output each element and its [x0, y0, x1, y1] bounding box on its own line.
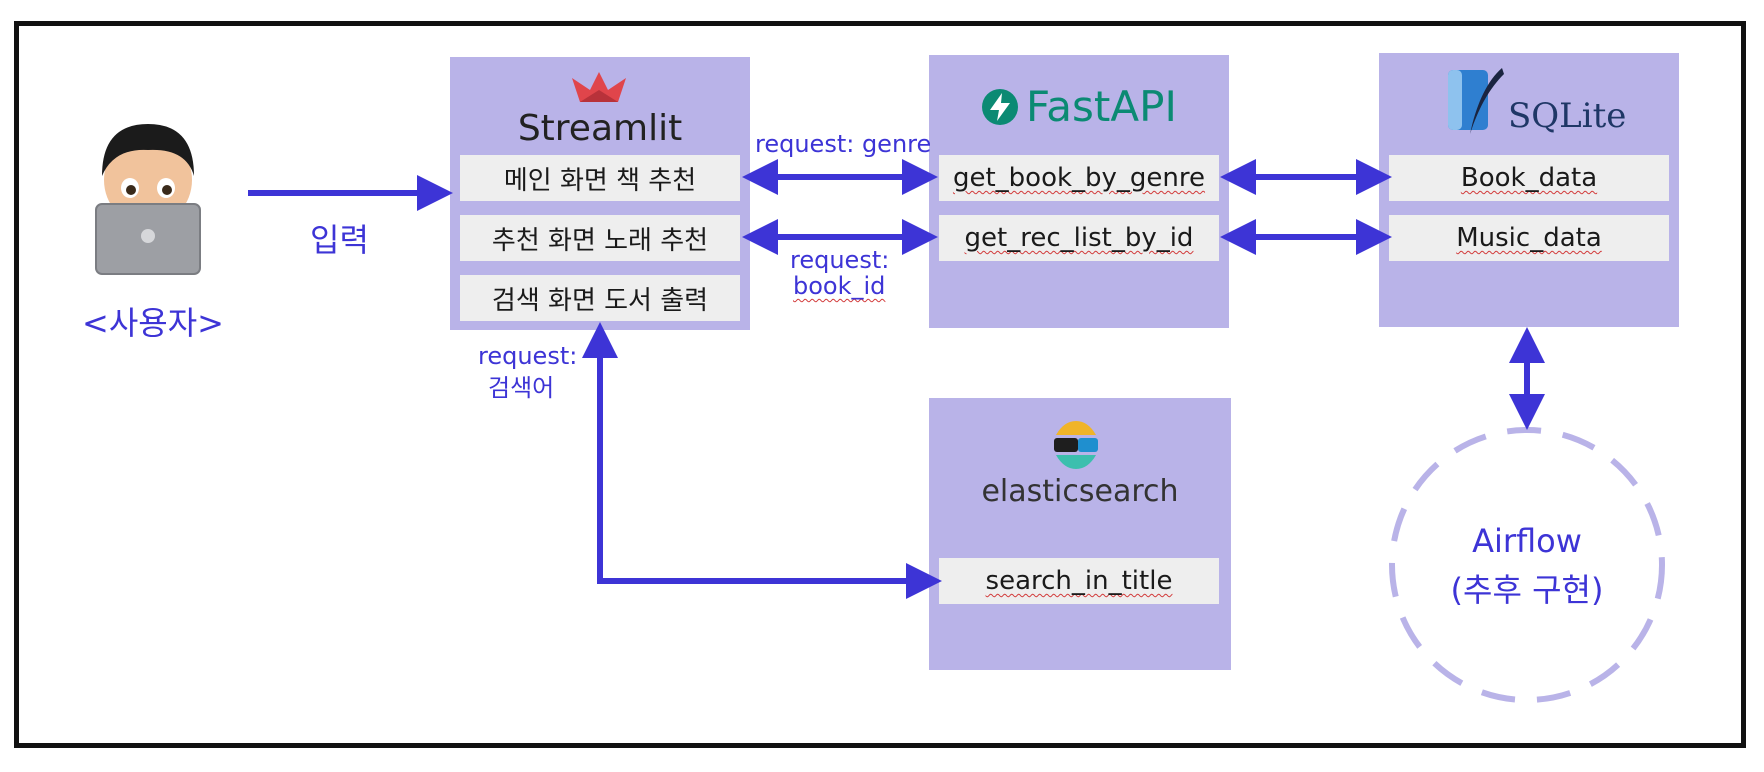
sqlite-item: Music_data — [1389, 215, 1669, 261]
diagram-frame — [14, 21, 1746, 748]
sqlite-logo-icon — [1446, 66, 1506, 136]
fastapi-item-label: get_book_by_genre — [952, 163, 1206, 193]
fastapi-item: get_rec_list_by_id — [939, 215, 1219, 261]
user-avatar-icon — [88, 118, 208, 278]
sqlite-item-label: Music_data — [1456, 223, 1602, 253]
search-request-arrow — [582, 322, 942, 599]
elasticsearch-item: search_in_title — [939, 558, 1219, 604]
elasticsearch-item-label: search_in_title — [985, 566, 1173, 596]
streamlit-logo-icon — [570, 70, 628, 104]
airflow-label-line2: (추후 구현) — [1450, 571, 1604, 609]
sqlite-item-label: Book_data — [1460, 163, 1598, 193]
streamlit-item: 검색 화면 도서 출력 — [460, 275, 740, 321]
streamlit-title: Streamlit — [517, 108, 683, 149]
search-request-label-line1: request: — [478, 342, 578, 370]
search-request-label-line2: 검색어 — [488, 374, 555, 402]
book-id-request-label-text: book_id — [793, 272, 886, 300]
fastapi-item: get_book_by_genre — [939, 155, 1219, 201]
fastapi-item-label: get_rec_list_by_id — [964, 223, 1194, 253]
fastapi-title: FastAPI — [1026, 82, 1177, 131]
sqlite-title: SQLite — [1508, 96, 1627, 136]
user-caption: <사용자> — [82, 304, 224, 342]
elasticsearch-title: elasticsearch — [981, 474, 1179, 509]
book-id-request-label-line2: book_id — [793, 272, 885, 300]
streamlit-item: 메인 화면 책 추천 — [460, 155, 740, 201]
fastapi-logo-icon — [981, 88, 1019, 126]
airflow-label-line1: Airflow — [1472, 522, 1582, 560]
streamlit-item: 추천 화면 노래 추천 — [460, 215, 740, 261]
sqlite-item: Book_data — [1389, 155, 1669, 201]
elasticsearch-logo-icon — [1052, 420, 1100, 470]
input-arrow-label: 입력 — [310, 221, 369, 259]
genre-request-label: request: genre — [755, 130, 932, 158]
book-id-request-label-line1: request: — [790, 246, 890, 274]
